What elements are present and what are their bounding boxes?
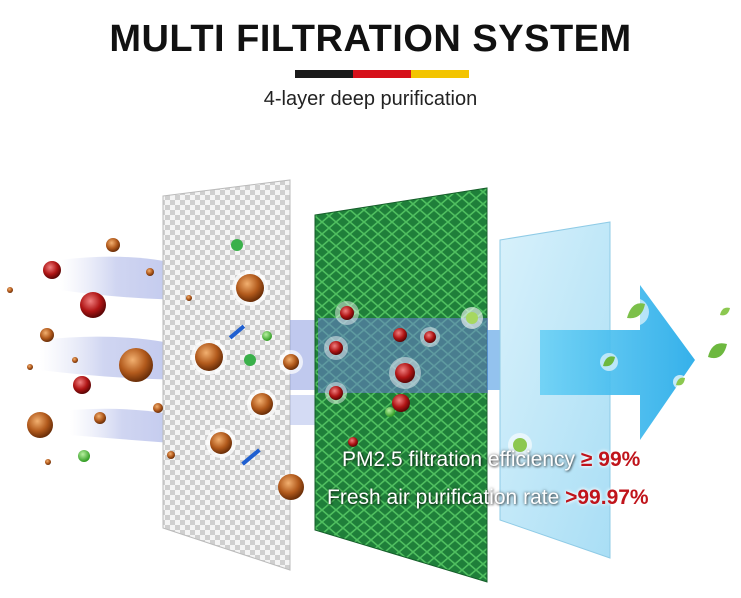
pm25-label: PM2.5 filtration efficiency: [342, 448, 576, 471]
flag-stripe-gold: [411, 70, 469, 78]
fresh-air-rate-stat: Fresh air purification rate >99.97%: [327, 486, 649, 510]
trapped-particles: [167, 239, 304, 500]
fresh-air-label: Fresh air purification rate: [327, 486, 560, 509]
page-title: MULTI FILTRATION SYSTEM: [109, 18, 632, 60]
fresh-air-value: >99.97%: [565, 486, 649, 509]
hepa-trapped-particles: [324, 301, 532, 457]
polluted-air-haze: [40, 336, 200, 380]
page-subtitle: 4-layer deep purification: [263, 88, 478, 110]
flag-stripe-black: [295, 70, 353, 78]
pm25-value: ≥ 99%: [580, 448, 641, 471]
fresh-leaf-icons: [600, 298, 730, 389]
filtration-illustration: [7, 179, 730, 583]
pre-filter-mesh: [162, 179, 291, 571]
pm25-efficiency-stat: PM2.5 filtration efficiency ≥ 99%: [342, 448, 640, 472]
flag-stripe-red: [353, 70, 411, 78]
pollutant-particles: [7, 238, 192, 465]
